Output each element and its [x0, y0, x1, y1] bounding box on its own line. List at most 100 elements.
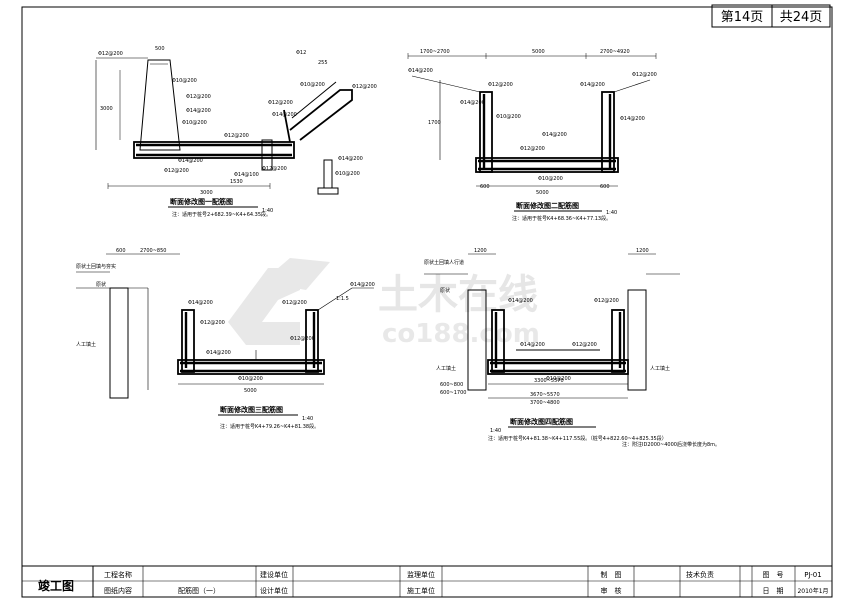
s1-label: Φ12@200: [352, 84, 377, 90]
s4-note2: 注：附注ID2000~4000后浇带长度为8m。: [622, 441, 720, 448]
s4-label: Φ10@200: [546, 376, 571, 382]
watermark-text: 土木在线: [378, 272, 538, 318]
s1-label: Φ12@200: [164, 168, 189, 174]
s2-label: Φ14@200: [542, 132, 567, 138]
s2-dim: 600: [600, 184, 610, 190]
s3-label: Φ14@200: [350, 282, 375, 288]
s2-label: Φ10@200: [538, 176, 563, 182]
s3-label: Φ12@200: [200, 320, 225, 326]
s1-label: Φ14@200: [178, 158, 203, 164]
s2-scale: 1:40: [606, 210, 617, 216]
s4-dim: 3300~5570: [534, 378, 564, 384]
s2-dim: 2700~4920: [600, 49, 630, 55]
s4-dim: 600~800: [440, 382, 463, 388]
s3-label: Φ12@200: [290, 336, 315, 342]
s2-label: Φ10@200: [496, 114, 521, 120]
s1-label: Φ12@200: [98, 51, 123, 57]
title-block: 竣工图 工程名称 图纸内容 配筋图（一） 建设单位 设计单位 监理单位 施工单位…: [21, 565, 833, 598]
tech-lead-label: 技术负责: [686, 570, 714, 579]
s2-label: Φ14@200: [580, 82, 605, 88]
s1-dim: 3000: [200, 190, 213, 196]
s4-scale: 1:40: [490, 428, 501, 434]
s1-scale: 1:40: [262, 208, 273, 214]
s3-label: Φ10@200: [238, 376, 263, 382]
s2-title: 断面修改图二配筋图: [516, 201, 579, 210]
s2-dim: 5000: [532, 49, 545, 55]
supervision-unit-label: 监理单位: [407, 570, 435, 579]
s2-label: Φ12@200: [488, 82, 513, 88]
as-built-stamp: 竣工图: [38, 578, 74, 593]
builder-unit-label: 施工单位: [407, 586, 435, 595]
s3-label: 人工填土: [76, 341, 96, 348]
s4-dim: 3700~4800: [530, 400, 560, 406]
s3-dim: 5000: [244, 388, 257, 394]
watermark-subtext: co188.com: [382, 319, 540, 349]
s3-dim: 2700~850: [140, 248, 166, 254]
page-number: 第14页: [721, 10, 764, 25]
s4-note: 注：适用于桩号K4+81.38~K4+117.55段。（桩号4+822.60~4…: [488, 435, 667, 442]
s4-label: 原状土回填人行道: [424, 259, 464, 266]
s4-dim: 1200: [474, 248, 487, 254]
date-value: 2010年1月: [797, 587, 828, 595]
s4-label: Φ12@200: [594, 298, 619, 304]
s2-dim: 1700~2700: [420, 49, 450, 55]
s1-note: 注：适用于桩号2+682.39~K4+64.35段。: [172, 211, 271, 218]
s4-dim: 600~1700: [440, 390, 466, 396]
s2-label: Φ14@200: [408, 68, 433, 74]
s1-label: Φ14@200: [338, 156, 363, 162]
s2-dim: 5000: [536, 190, 549, 196]
section-3-drawing: 600 2700~850 原状土回填与夯实 原状 人工填土 Φ14@200 Φ1…: [76, 248, 375, 430]
s2-label: Φ14@200: [620, 116, 645, 122]
s4-dim: 3670~5570: [530, 392, 560, 398]
project-name-label: 工程名称: [104, 570, 132, 579]
s3-label: Φ14@200: [206, 350, 231, 356]
s1-title: 断面修改图一配筋图: [170, 197, 233, 206]
s1-dim: 1530: [230, 179, 243, 185]
drawing-no-value: PJ-01: [804, 571, 821, 579]
drawing-content-value: 配筋图（一）: [178, 586, 220, 595]
s1-label: Φ10@200: [300, 82, 325, 88]
s3-label: 原状: [96, 281, 106, 288]
s1-label: Φ12@200: [224, 133, 249, 139]
design-unit-label: 设计单位: [260, 586, 288, 595]
s3-label: Φ12@200: [282, 300, 307, 306]
page-total: 共24页: [780, 10, 823, 25]
s1-label: Φ10@200: [182, 120, 207, 126]
s1-label: Φ12@200: [262, 166, 287, 172]
s3-dim: 1:1.5: [336, 296, 349, 302]
drawing-no-label: 图 号: [763, 571, 784, 579]
s2-label: Φ12@200: [632, 72, 657, 78]
s2-label: Φ14@200: [460, 100, 485, 106]
s1-dim: 255: [318, 60, 328, 66]
section-4-drawing: 1200 1200 3300~5570 3670~5570 3700~4800 …: [424, 248, 720, 448]
s4-title: 断面修改图四配筋图: [510, 417, 573, 426]
s1-label: Φ12@200: [186, 94, 211, 100]
s4-dim: 1200: [636, 248, 649, 254]
s2-label: Φ12@200: [520, 146, 545, 152]
s1-label: Φ14@100: [234, 172, 259, 178]
drawing-content-label: 图纸内容: [104, 586, 132, 595]
s3-scale: 1:40: [302, 416, 313, 422]
section-1-drawing: Φ12@200 Φ10@200 Φ12@200 Φ14@200 Φ10@200 …: [95, 46, 377, 218]
s1-label: Φ14@200: [272, 112, 297, 118]
s2-dim: 1700: [428, 120, 441, 126]
s3-label: 原状土回填与夯实: [76, 263, 116, 270]
reviewer-label: 审 核: [601, 586, 622, 595]
s3-label: Φ14@200: [188, 300, 213, 306]
s4-label: Φ14@200: [508, 298, 533, 304]
s1-label: Φ12@200: [268, 100, 293, 106]
construction-unit-label: 建设单位: [260, 570, 288, 579]
s1-label: Φ14@200: [186, 108, 211, 114]
s3-dim: 600: [116, 248, 126, 254]
s3-note: 注：适用于桩号K4+79.26~K4+81.38段。: [220, 423, 319, 430]
s4-label: Φ12@200: [572, 342, 597, 348]
drafter-label: 制 图: [601, 570, 622, 579]
section-2-drawing: 1700~2700 5000 2700~4920 5000 600 600 17…: [407, 49, 657, 222]
s2-note: 注：适用于桩号K4+68.36~K4+77.13段。: [512, 215, 611, 222]
page-number-box: 第14页 共24页: [711, 4, 831, 28]
s4-label: 原状: [440, 287, 450, 294]
s2-dim: 600: [480, 184, 490, 190]
s4-label: 人工填土: [650, 365, 670, 372]
